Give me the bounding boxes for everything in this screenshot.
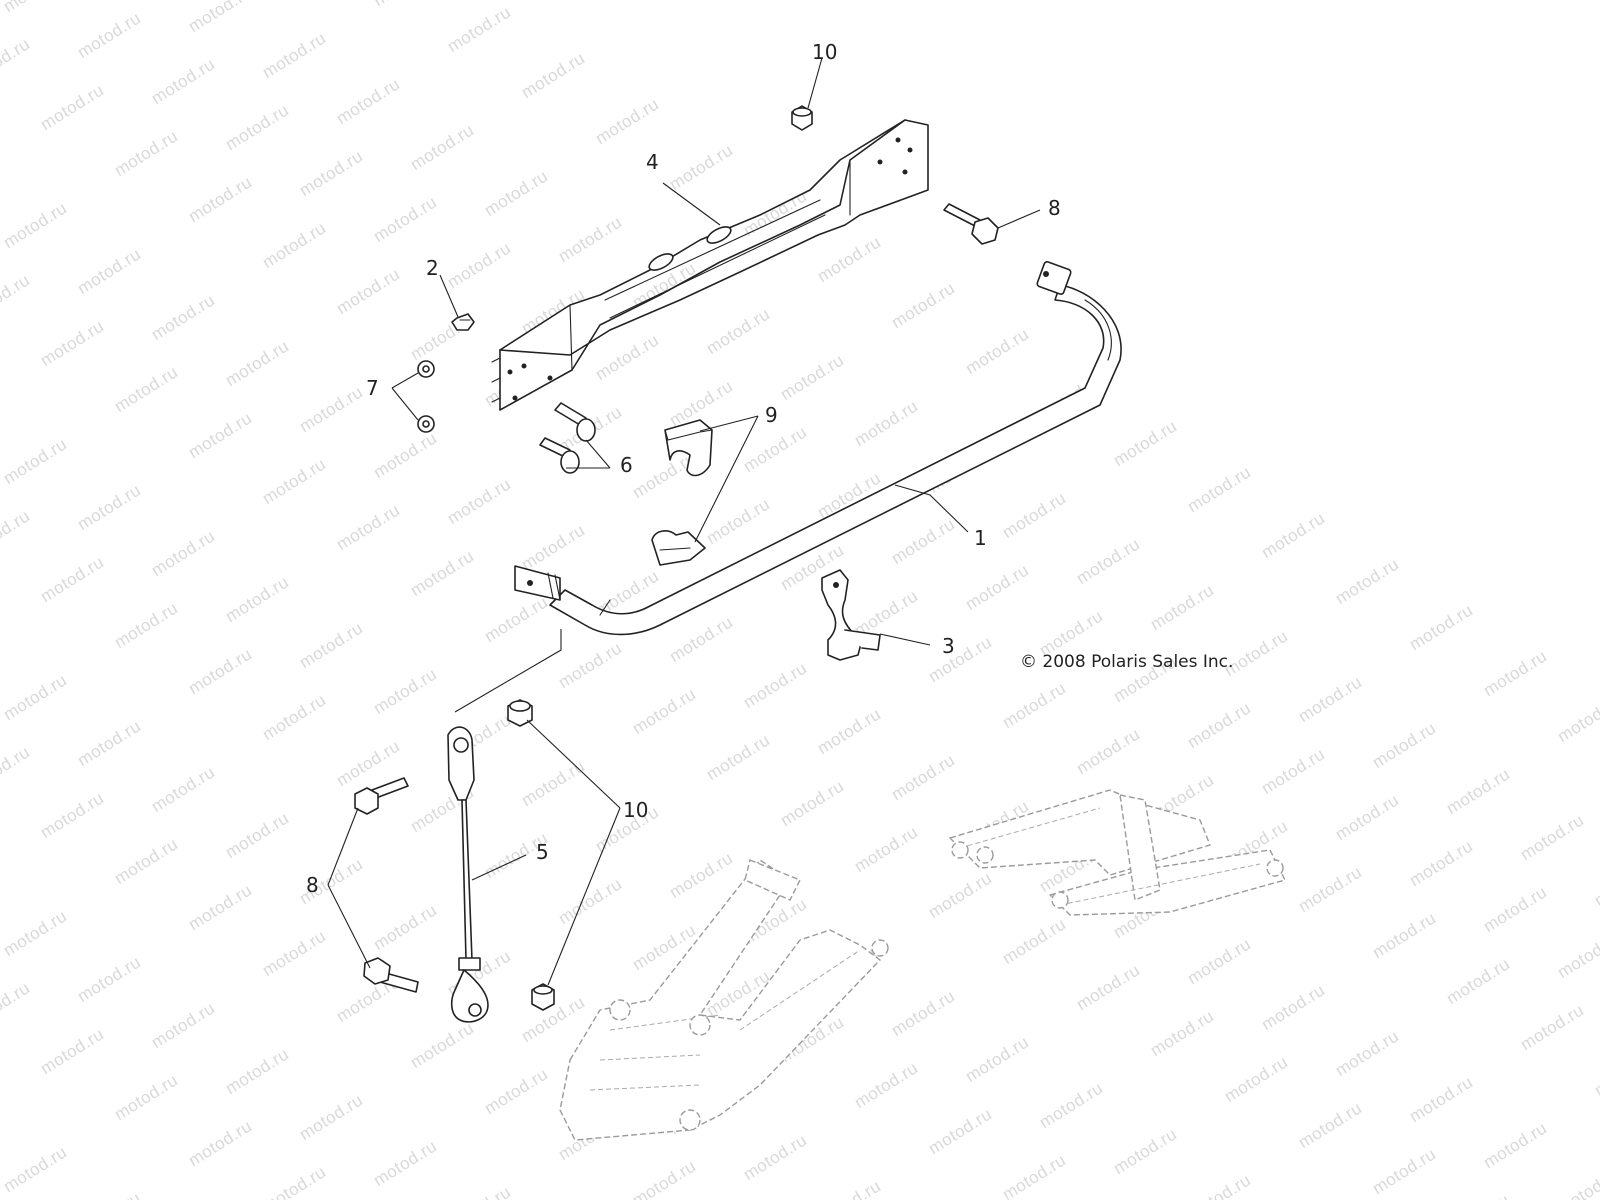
part-9-bushings bbox=[651, 419, 713, 566]
copyright-notice: © 2008 Polaris Sales Inc. bbox=[1020, 652, 1234, 672]
part-6-pins bbox=[539, 402, 596, 474]
callout-3: 3 bbox=[942, 634, 955, 658]
leader-lines bbox=[327, 57, 1041, 986]
callout-8-top: 8 bbox=[1048, 196, 1061, 220]
callout-2: 2 bbox=[426, 256, 439, 280]
callout-7: 7 bbox=[366, 376, 379, 400]
ghost-front-a-arm bbox=[559, 859, 889, 1141]
callout-4: 4 bbox=[646, 150, 659, 174]
callout-10-lower: 10 bbox=[623, 798, 649, 822]
part-3-clamp bbox=[821, 569, 881, 661]
ghost-rear-a-arm bbox=[949, 789, 1286, 916]
part-10-nut-top bbox=[791, 105, 813, 131]
callout-1: 1 bbox=[974, 526, 987, 550]
part-4-crossmember bbox=[491, 119, 929, 411]
part-5-link-rod bbox=[447, 726, 489, 1023]
callout-10-top: 10 bbox=[812, 40, 838, 64]
part-2-nut bbox=[451, 313, 475, 331]
part-1-stabilizer-bar bbox=[514, 261, 1122, 636]
part-8-bolt-top bbox=[943, 203, 999, 245]
callout-8-lower: 8 bbox=[306, 873, 319, 897]
callout-9: 9 bbox=[765, 403, 778, 427]
callout-5: 5 bbox=[536, 840, 549, 864]
part-8-bolts-lower bbox=[354, 777, 419, 993]
callout-6: 6 bbox=[620, 453, 633, 477]
part-7-nuts bbox=[417, 360, 435, 433]
part-10-nuts-lower bbox=[507, 699, 555, 1011]
